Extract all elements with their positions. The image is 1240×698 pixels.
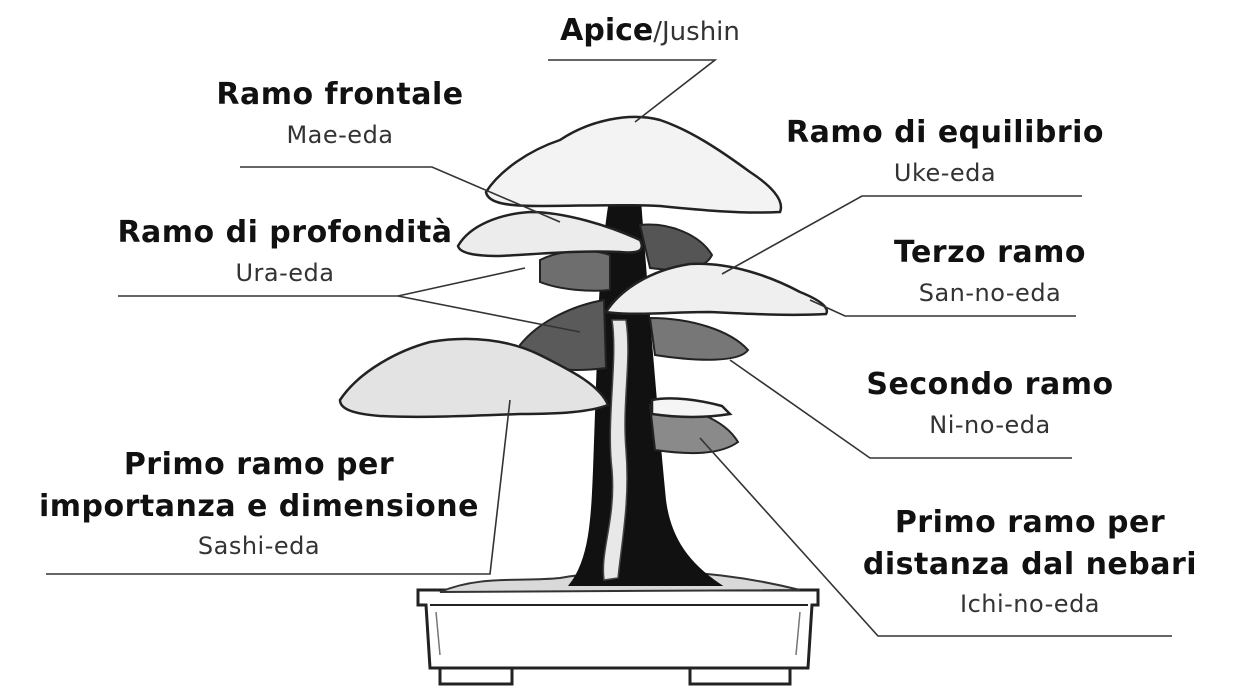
first-branch-line2: distanza dal nebari	[862, 546, 1198, 582]
first-branch-label: Primo ramo per distanza dal nebari Ichi-…	[840, 504, 1220, 619]
main-branch-leader	[46, 399, 511, 575]
second-branch-japanese: Ni-no-eda	[929, 410, 1051, 439]
apex-japanese: Jushin	[662, 17, 740, 47]
third-branch-leader	[809, 299, 1076, 317]
trunk-highlight	[602, 319, 629, 581]
front-branch-leader	[240, 166, 561, 223]
main-branch-japanese: Sashi-eda	[197, 532, 321, 560]
balance-branch-leader	[721, 195, 1082, 275]
third-branch-label: Terzo ramo San-no-eda	[860, 234, 1120, 308]
depth-branch-japanese: Ura-eda	[235, 258, 335, 287]
foliage-back	[519, 223, 750, 455]
depth-branch-leader-lower	[397, 295, 581, 333]
third-branch-term: Terzo ramo	[893, 235, 1087, 270]
front-branch-term: Ramo frontale	[216, 77, 464, 112]
second-branch-term: Secondo ramo	[866, 367, 1114, 402]
leader-lines	[46, 59, 1172, 637]
first-branch-leader	[699, 437, 1172, 637]
second-branch-label: Secondo ramo Ni-no-eda	[850, 366, 1130, 440]
main-branch-line1: Primo ramo per	[123, 447, 395, 482]
apex-separator: /	[653, 17, 662, 47]
main-branch-line2: importanza e dimensione	[39, 488, 479, 524]
balance-branch-label: Ramo di equilibrio Uke-eda	[770, 114, 1120, 188]
first-branch-japanese: Ichi-no-eda	[959, 590, 1101, 618]
front-branch-japanese: Mae-eda	[286, 120, 394, 149]
balance-branch-japanese: Uke-eda	[893, 158, 997, 187]
apex-leader	[548, 59, 718, 123]
bonsai-pot	[416, 588, 820, 686]
front-branch-label: Ramo frontale Mae-eda	[190, 76, 490, 150]
first-branch-line1: Primo ramo per	[894, 505, 1166, 540]
apex-label: Apice/Jushin	[520, 12, 780, 50]
depth-branch-label: Ramo di profondità Ura-eda	[100, 214, 470, 288]
depth-branch-term: Ramo di profondità	[117, 215, 453, 250]
third-branch-japanese: San-no-eda	[918, 278, 1062, 307]
balance-branch-term: Ramo di equilibrio	[785, 115, 1105, 150]
second-branch-leader	[729, 359, 1072, 459]
apex-term: Apice	[560, 13, 654, 48]
foliage-front	[338, 115, 829, 419]
main-branch-label: Primo ramo per importanza e dimensione S…	[24, 446, 494, 561]
